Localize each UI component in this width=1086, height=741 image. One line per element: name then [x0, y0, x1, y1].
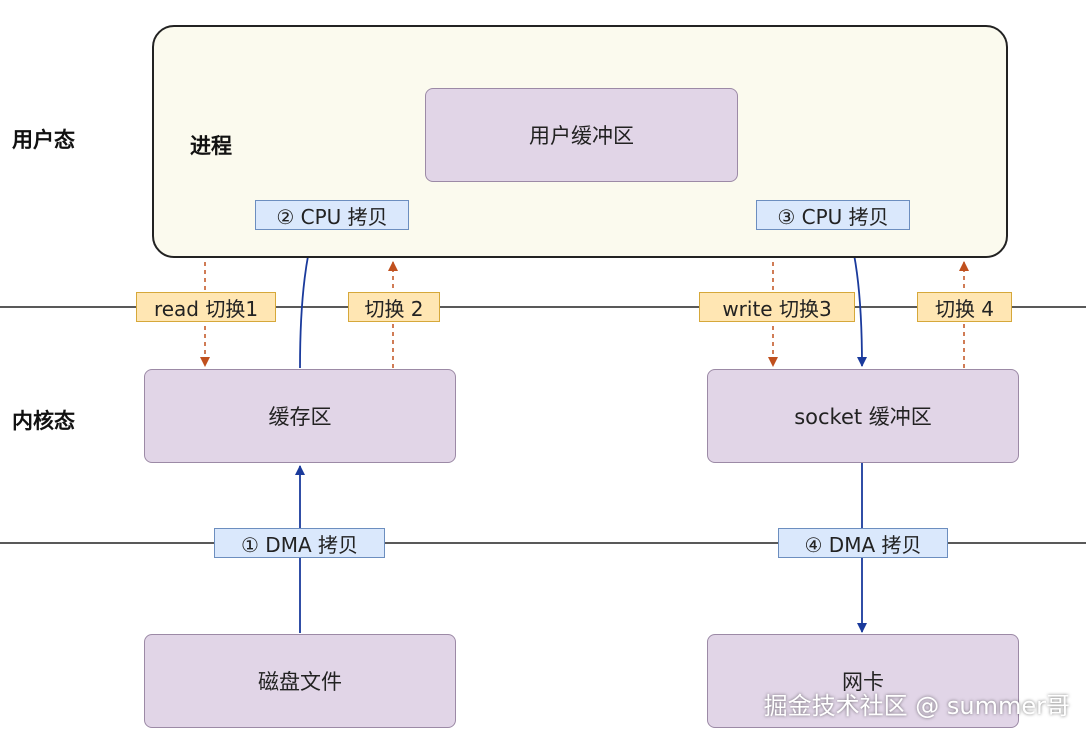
socket-buffer: socket 缓冲区: [707, 369, 1019, 463]
watermark: 掘金技术社区 @ summer哥: [763, 692, 1070, 720]
page-cache-buffer: 缓存区: [144, 369, 456, 463]
dma-copy-tag-4: ④ DMA 拷贝: [778, 528, 948, 558]
cpu-copy-tag-2: ② CPU 拷贝: [255, 200, 409, 230]
kernel-mode-label: 内核态: [12, 409, 75, 433]
switch-tag-4: 切换 4: [917, 292, 1012, 322]
user-buffer: 用户缓冲区: [425, 88, 738, 182]
disk-file: 磁盘文件: [144, 634, 456, 728]
process-label: 进程: [190, 134, 232, 158]
dma-copy-tag-1: ① DMA 拷贝: [214, 528, 385, 558]
switch-tag-1: read 切换1: [136, 292, 276, 322]
cpu-copy-tag-3: ③ CPU 拷贝: [756, 200, 910, 230]
network-card: 网卡: [707, 634, 1019, 728]
switch-tag-2: 切换 2: [348, 292, 440, 322]
user-mode-label: 用户态: [12, 128, 75, 152]
switch-tag-3: write 切换3: [699, 292, 855, 322]
